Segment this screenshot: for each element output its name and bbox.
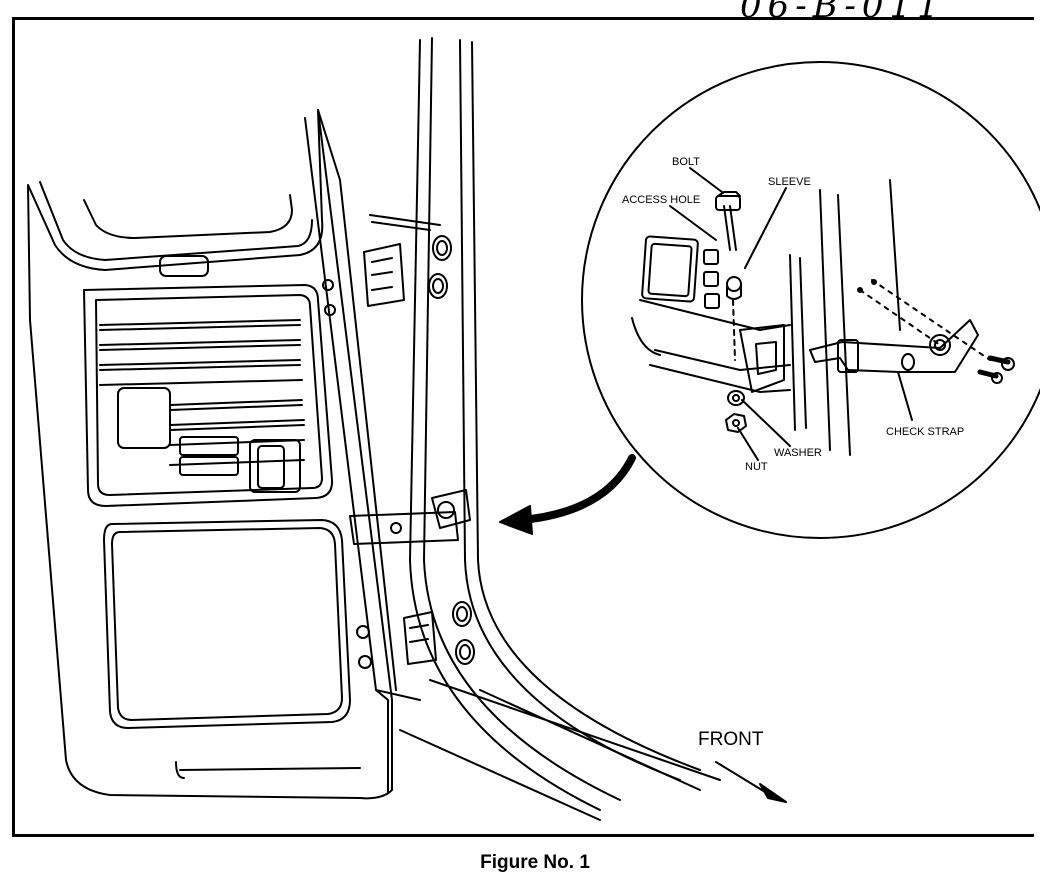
label-sleeve: SLEEVE (768, 176, 811, 188)
front-direction-arrow (715, 761, 787, 803)
body-pillar-drawing (349, 37, 721, 821)
label-front: FRONT (698, 729, 764, 750)
label-bolt: BOLT (672, 156, 700, 168)
label-access-hole: ACCESS HOLE (622, 194, 700, 206)
handwritten-note: 06-B-011 (740, 0, 945, 26)
detail-pointer-arrow (499, 454, 636, 535)
label-check-strap: CHECK STRAP (886, 426, 964, 438)
rear-door-drawing (27, 109, 397, 800)
figure-frame (12, 17, 1034, 837)
label-nut: NUT (745, 461, 768, 473)
label-washer: WASHER (774, 447, 822, 459)
figure-caption: Figure No. 1 (480, 852, 590, 873)
detail-callout-circle (581, 61, 1040, 539)
